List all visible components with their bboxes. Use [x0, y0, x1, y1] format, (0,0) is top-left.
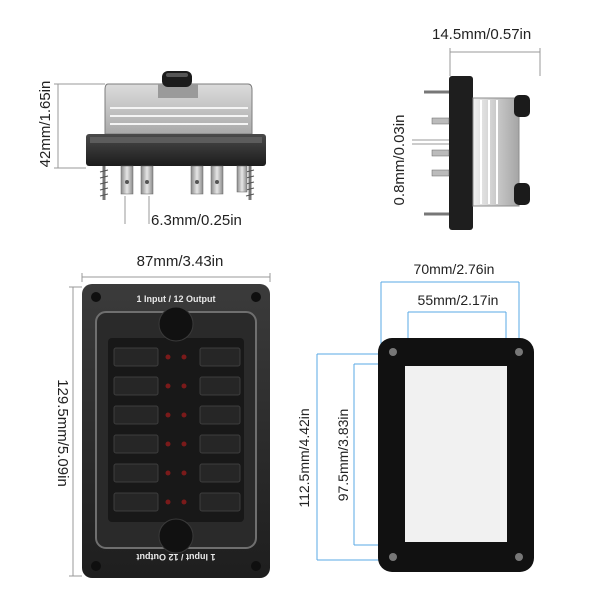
- front-screws: [99, 166, 255, 200]
- width-label: 87mm/3.43in: [137, 253, 224, 270]
- fuse-slot: [199, 434, 241, 454]
- height-dimension-line: [54, 83, 105, 169]
- fuse-led: [165, 441, 171, 447]
- top-knob-bottom: [158, 518, 194, 554]
- front-lid-ridge: [158, 84, 198, 98]
- gasket-dimension-line: [412, 139, 449, 145]
- front-base-lip: [90, 137, 262, 143]
- height-label: 42mm/1.65in: [37, 81, 54, 168]
- fuse-slot: [113, 405, 159, 425]
- side-terminals: [431, 117, 450, 177]
- fuse-led: [165, 499, 171, 505]
- gasket-hole-br: [515, 553, 523, 561]
- fuse-slot: [199, 376, 241, 396]
- terminal-spacing-label: 6.3mm/0.25in: [151, 212, 242, 229]
- fuse-led: [165, 354, 171, 360]
- mount-hole-tr: [251, 292, 261, 302]
- top-view: 87mm/3.43in 129.5mm/5.09in 1 Input / 12 …: [54, 253, 271, 578]
- length-label: 129.5mm/5.09in: [54, 379, 71, 487]
- gasket-view: 70mm/2.76in 55mm/2.17in 112.5mm/4.42in 9…: [296, 261, 534, 572]
- fuse-slot: [113, 347, 159, 367]
- gasket-height-label: 112.5mm/4.42in: [296, 408, 312, 507]
- side-screws: [424, 90, 449, 216]
- hole-spacing-width-label: 55mm/2.17in: [418, 292, 499, 308]
- fuse-led: [181, 383, 187, 389]
- fuse-slot: [113, 376, 159, 396]
- depth-dimension-line: [449, 48, 541, 76]
- fuse-led: [181, 354, 187, 360]
- fuse-slot: [113, 434, 159, 454]
- fuse-led: [181, 499, 187, 505]
- lid-label-bottom: 1 Input / 12 Output: [137, 552, 216, 562]
- side-lid-stripes: [480, 100, 498, 204]
- terminal-spacing-line: [124, 196, 150, 224]
- top-knob-top: [158, 306, 194, 342]
- gasket-width-label: 70mm/2.76in: [414, 261, 495, 277]
- gasket-width-line: [380, 281, 520, 344]
- fuse-led: [181, 412, 187, 418]
- fuse-led: [181, 470, 187, 476]
- fuse-led: [181, 441, 187, 447]
- gasket-hole-tr: [515, 348, 523, 356]
- front-view: 42mm/1.65in 6.3mm/0.25in: [37, 71, 266, 229]
- mount-hole-tl: [91, 292, 101, 302]
- fuse-slot: [113, 492, 159, 512]
- lid-label-top: 1 Input / 12 Output: [137, 294, 216, 304]
- gasket-hole-bl: [389, 553, 397, 561]
- side-view: 14.5mm/0.57in 0.8mm/0.03in: [391, 26, 541, 230]
- side-knob-bottom: [514, 183, 530, 205]
- gasket-hole-tl: [389, 348, 397, 356]
- fuse-slot: [199, 347, 241, 367]
- gasket-cutout: [405, 366, 507, 542]
- fuse-led: [165, 412, 171, 418]
- hole-spacing-height-label: 97.5mm/3.83in: [335, 409, 351, 502]
- depth-label: 14.5mm/0.57in: [432, 26, 531, 43]
- fuse-slot: [199, 405, 241, 425]
- front-knob-highlight: [166, 73, 188, 77]
- front-terminals: [120, 165, 248, 195]
- fuse-rows: [113, 347, 241, 512]
- side-knob-top: [514, 95, 530, 117]
- fuse-slot: [113, 463, 159, 483]
- mount-hole-br: [251, 561, 261, 571]
- fuse-led: [165, 470, 171, 476]
- length-dimension-line: [69, 286, 82, 577]
- width-dimension-line: [81, 273, 271, 282]
- fuse-slot: [199, 492, 241, 512]
- gasket-label: 0.8mm/0.03in: [391, 115, 408, 206]
- fuse-slot: [199, 463, 241, 483]
- side-base: [449, 76, 473, 230]
- fuse-led: [165, 383, 171, 389]
- front-lid-stripes: [110, 107, 248, 125]
- mount-hole-bl: [91, 561, 101, 571]
